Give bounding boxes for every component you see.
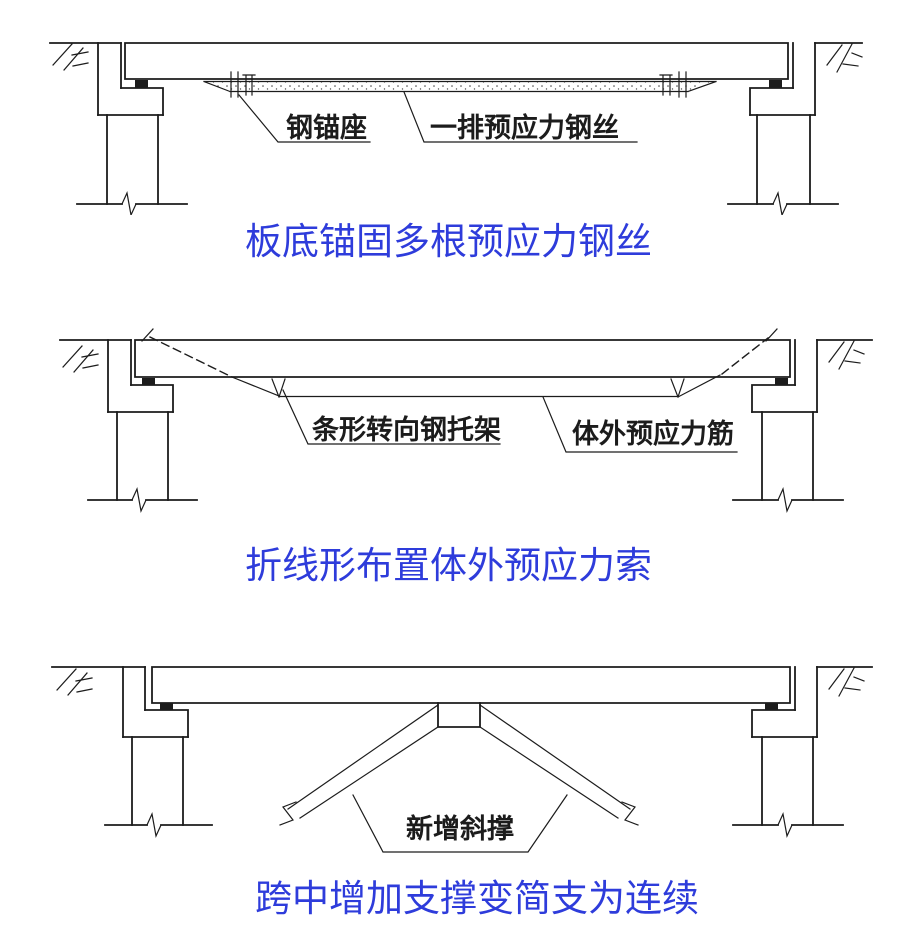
figure-external-tendon-drawing: 条形转向钢托架 体外预应力筋 — [59, 328, 873, 513]
ground-hatch-icon — [56, 668, 93, 696]
left-bearing — [142, 378, 155, 385]
tendon-dashed-left — [149, 336, 233, 378]
left-pier — [59, 339, 198, 513]
right-deviator-icon — [670, 378, 685, 398]
left-anchor-marks — [230, 71, 256, 98]
break-mark-icon — [777, 487, 793, 513]
label-new-brace: 新增斜撑 — [352, 794, 568, 853]
prestressing-wire-band — [203, 80, 717, 93]
break-mark-icon — [777, 812, 793, 838]
figure-midspan-brace-drawing: 新增斜撑 — [51, 666, 873, 853]
figure1-caption: 板底锚固多根预应力钢丝 — [245, 222, 652, 263]
left-anchorage-mark — [141, 328, 154, 342]
right-bearing — [775, 378, 788, 385]
right-pier — [732, 339, 873, 513]
tendon-label: 体外预应力筋 — [572, 418, 734, 449]
leader-line — [238, 94, 371, 143]
callout-frame — [352, 794, 568, 853]
tendon-dashed-right — [721, 337, 769, 375]
break-mark-icon — [772, 191, 788, 215]
left-pier — [49, 42, 188, 215]
left-bearing — [135, 80, 148, 88]
right-pier — [732, 666, 873, 838]
right-anchorage-mark — [765, 328, 778, 342]
ground-hatch-icon — [52, 43, 89, 71]
label-tendon: 体外预应力筋 — [542, 396, 738, 453]
anchor-seat-label: 钢锚座 — [286, 112, 367, 143]
left-deviator-icon — [271, 378, 286, 398]
external-tendon — [141, 328, 778, 398]
bridge-slab — [124, 42, 789, 80]
leader-line — [403, 91, 638, 143]
leader-line — [282, 389, 501, 445]
ground-hatch-icon — [828, 667, 865, 697]
break-mark-icon — [121, 191, 137, 215]
ground-hatch-icon — [62, 345, 99, 373]
break-mark-icon — [621, 801, 639, 826]
ground-hatch-icon — [826, 43, 863, 73]
right-diagonal-brace — [479, 704, 639, 826]
figure2-caption: 折线形布置体外预应力索 — [245, 546, 652, 587]
leader-line — [542, 396, 738, 453]
break-mark-icon — [131, 487, 147, 513]
break-mark-icon — [146, 812, 162, 838]
new-brace-label: 新增斜撑 — [406, 813, 514, 844]
deviator-label: 条形转向钢托架 — [312, 414, 501, 445]
bridge-slab — [134, 339, 791, 378]
label-deviator: 条形转向钢托架 — [282, 389, 501, 445]
bridge-slab — [151, 666, 791, 704]
left-pier — [51, 666, 213, 838]
label-wire-row: 一排预应力钢丝 — [403, 91, 638, 143]
ground-hatch-icon — [828, 340, 865, 370]
break-mark-icon — [279, 801, 297, 826]
left-diagonal-brace — [279, 704, 439, 826]
figure-anchored-wires-drawing: 钢锚座 一排预应力钢丝 — [49, 42, 863, 215]
wire-row-label: 一排预应力钢丝 — [430, 112, 619, 143]
right-bearing — [769, 80, 782, 88]
left-bearing — [160, 703, 173, 710]
right-pier — [727, 42, 863, 215]
figure3-caption: 跨中增加支撑变简支为连续 — [255, 879, 699, 920]
label-anchor-seat: 钢锚座 — [238, 94, 371, 143]
midspan-block — [437, 702, 481, 728]
right-anchor-marks — [659, 71, 687, 98]
right-bearing — [765, 703, 778, 710]
